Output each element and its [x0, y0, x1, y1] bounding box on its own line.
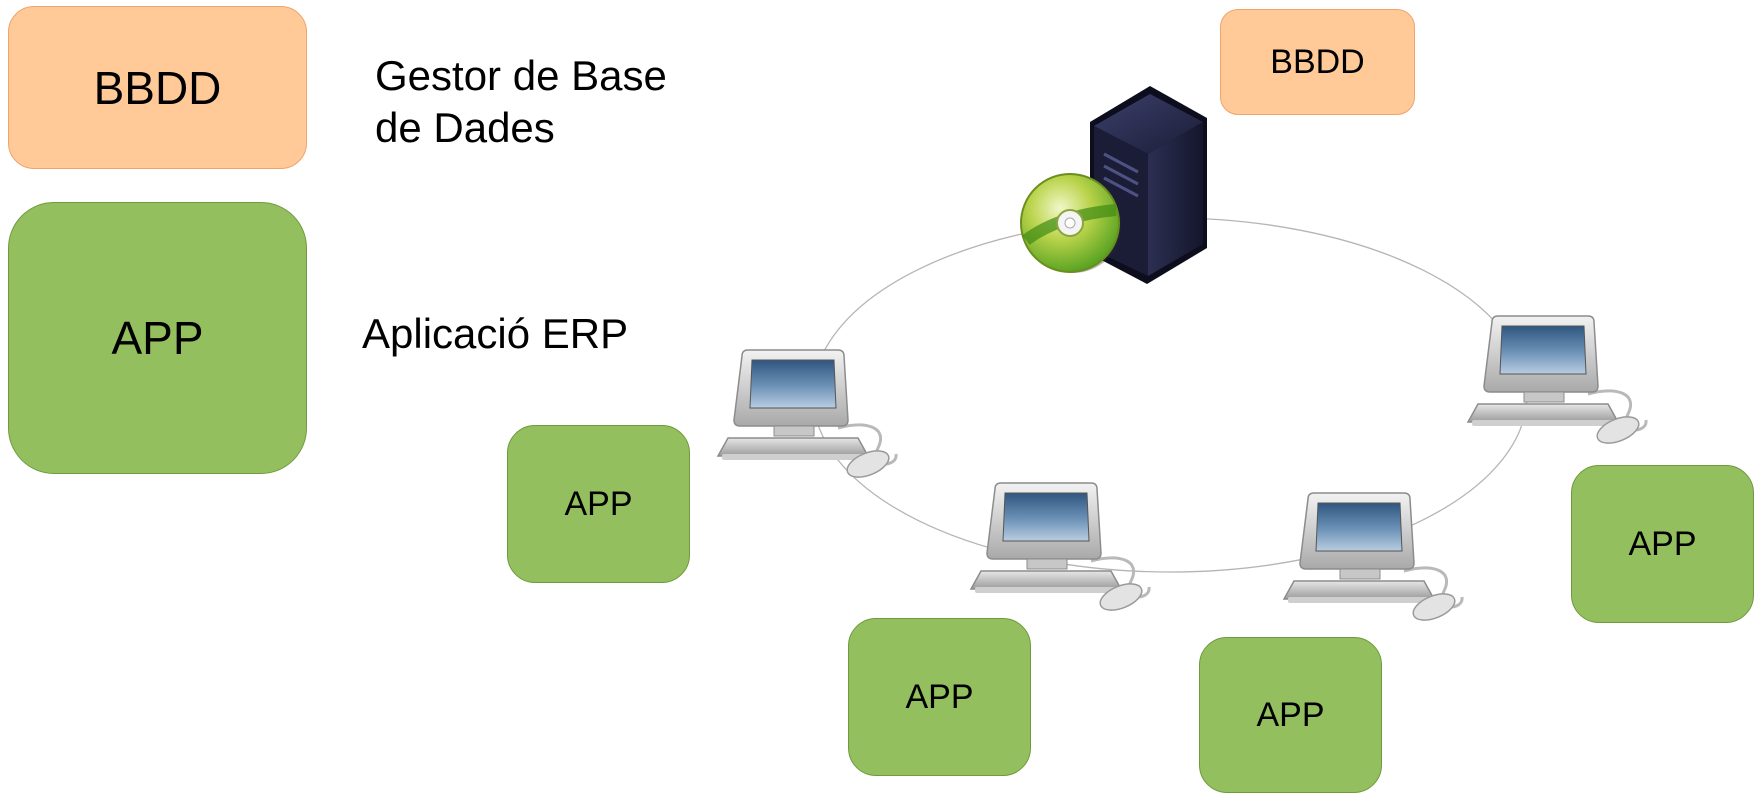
- client-app-label: APP: [905, 677, 974, 716]
- legend-bbdd-description-line2: de Dades: [375, 104, 555, 151]
- legend-bbdd-description: Gestor de Base de Dades: [375, 50, 667, 154]
- desktop-computer-icon: [1466, 314, 1648, 450]
- legend-bbdd-label: BBDD: [93, 61, 222, 114]
- client-app-label: APP: [564, 484, 633, 523]
- legend-app-box: APP: [8, 202, 307, 474]
- legend-app-label: APP: [111, 312, 204, 364]
- client-app-label: APP: [1628, 524, 1697, 563]
- client-app-box: APP: [848, 618, 1031, 776]
- legend-app-description: Aplicació ERP: [362, 310, 629, 357]
- network-ring: [812, 217, 1528, 573]
- disc-icon: [1020, 173, 1121, 273]
- server-bbdd-label: BBDD: [1270, 42, 1365, 81]
- legend-bbdd-description-line1: Gestor de Base: [375, 52, 667, 99]
- desktop-computer-icon: [969, 481, 1151, 617]
- server-bbdd-box: BBDD: [1220, 9, 1415, 115]
- desktop-computer-icon: [716, 348, 898, 484]
- client-app-label: APP: [1256, 695, 1325, 734]
- client-app-box: APP: [1571, 465, 1754, 623]
- client-app-box: APP: [507, 425, 690, 583]
- client-app-box: APP: [1199, 637, 1382, 793]
- legend-bbdd-box: BBDD: [8, 6, 307, 169]
